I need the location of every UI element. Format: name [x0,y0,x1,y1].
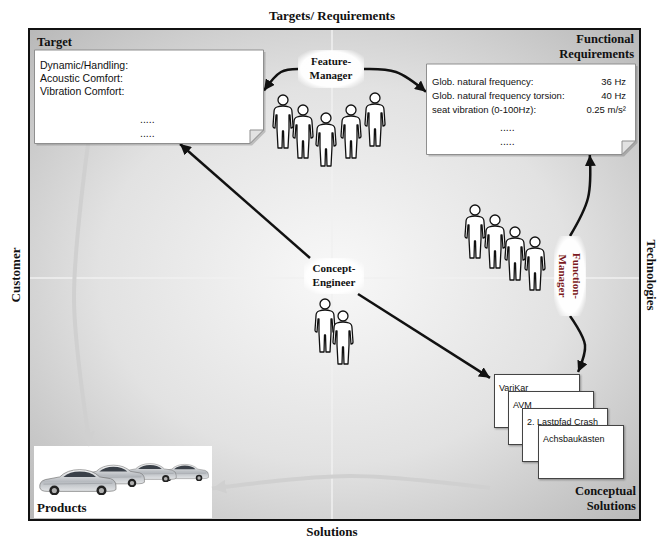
paper-fold [250,130,264,144]
text-slot: Feature- Manager [298,54,364,82]
person-figure [273,95,293,148]
solution-card: Achsbaukästen [538,425,624,479]
text-slot: ..... [500,117,515,135]
stack-heading: Conceptual Solutions [544,484,636,514]
role-name: Function- Manager [556,241,584,311]
note-heading: Functional Requirements [534,32,634,62]
axis-label: Technologies [644,239,659,310]
axis-label: Customer [8,248,23,303]
arrow-connector [570,155,590,236]
axis-label-slot: Solutions [306,522,357,540]
flow-connector [212,476,490,489]
person-figure [505,227,525,280]
requirements-note: Functional RequirementsGlob. natural fre… [426,31,636,155]
axis-label: Solutions [306,524,357,539]
paper-sheet [427,64,636,155]
person-figure [315,299,335,352]
text-slot: ..... [500,131,515,149]
person-figure [365,93,385,146]
arrow-connector [180,144,310,258]
requirement-value: 40 Hz [601,90,626,102]
role-label: Feature- Manager [298,50,364,88]
ellipsis: ..... [500,121,515,134]
text-slot: ..... [140,109,155,127]
role-name: Concept- Engineer [304,261,364,289]
requirement-name: Glob. natural frequency torsion: [432,90,565,102]
photo-heading: Products [37,500,87,515]
products-photo: Products [34,446,212,519]
role-name: Feature- Manager [298,54,364,82]
requirement-name: seat vibration (0-100Hz): [432,104,536,116]
axis-label-slot: Targets/ Requirements [269,6,395,24]
text-slot: seat vibration (0-100Hz): [432,99,536,117]
text-slot: 40 Hz [601,85,626,103]
arrow-connector [358,294,490,378]
person-figure [341,105,361,158]
text-slot: Achsbaukästen [543,428,605,446]
arrow-connector [264,69,298,91]
ellipsis: ..... [500,135,515,148]
axis-label: Targets/ Requirements [269,8,395,23]
flow-connector [74,144,90,446]
solution-name: Achsbaukästen [543,434,605,445]
paper-sheet [35,50,264,144]
role-label: Function- Manager [554,236,586,316]
text-slot: Glob. natural frequency torsion: [432,85,565,103]
role-label: Concept- Engineer [304,258,364,294]
arrow-connector [364,69,426,92]
target-note: TargetDynamic/Handling:Acoustic Comfort:… [34,31,264,144]
person-figure [525,237,545,290]
products-photo-ground [34,446,212,518]
text-slot: 0.25 m/s² [586,99,626,117]
person-figure [293,105,313,158]
text-slot: Target [37,32,72,50]
text-slot: Dynamic/Handling: [40,55,128,73]
text-slot: Glob. natural frequency: [432,71,533,89]
requirement-name: Glob. natural frequency: [432,76,533,88]
target-item: Dynamic/Handling: [40,59,128,72]
target-item: Acoustic Comfort: [40,72,123,85]
text-slot: ..... [140,123,155,141]
car-figure [40,470,116,496]
text-slot: Function- Manager [556,241,584,311]
ellipsis: ..... [140,127,155,140]
axis-label-slot: Technologies [643,239,661,310]
requirement-value: 36 Hz [601,76,626,88]
note-heading: Target [37,35,72,50]
ellipsis: ..... [140,113,155,126]
solutions-stack: Conceptual SolutionsVariKarAVM2. Lastpfa… [490,372,638,518]
axis-label-slot: Customer [6,248,24,303]
person-figure [316,113,336,166]
text-slot: Conceptual Solutions [544,484,636,514]
arrow-connector [570,316,585,372]
person-figure [333,311,353,364]
frame [29,29,640,520]
text-slot: 36 Hz [601,71,626,89]
paper-fold [622,141,636,155]
person-figure [465,205,485,258]
text-slot: Products [37,498,87,516]
requirement-value: 0.25 m/s² [586,104,626,116]
target-item: Vibration Comfort: [40,85,124,98]
text-slot: Concept- Engineer [304,261,364,289]
text-slot: Functional Requirements [534,32,634,62]
person-figure [485,215,505,268]
